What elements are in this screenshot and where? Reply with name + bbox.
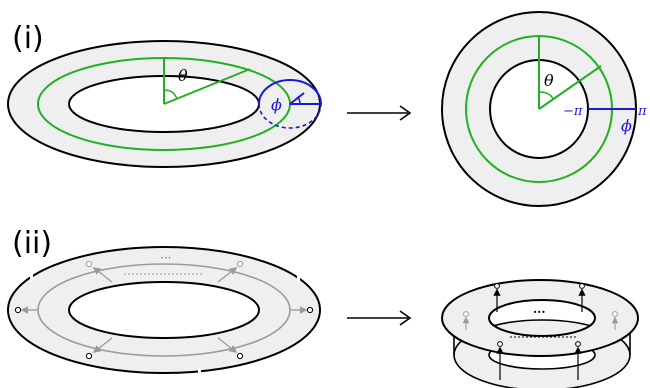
vertical-arrow-6 xyxy=(611,311,619,330)
arrow-icon-ii xyxy=(347,310,412,326)
torus-i-phi-loop-front xyxy=(258,79,322,105)
vertical-arrow-1 xyxy=(496,341,504,380)
vertical-arrow-4 xyxy=(578,283,586,312)
loop-marker-icon xyxy=(612,311,618,317)
panel-i-label: (i) xyxy=(12,21,44,56)
cylinder-ii: ··· xyxy=(440,279,640,388)
theta-arc xyxy=(163,89,178,100)
torus-ii-dots: ··· xyxy=(160,251,171,265)
theta-label-annulus: θ xyxy=(544,71,554,90)
vertical-arrow-3 xyxy=(493,283,501,312)
flow-arrow-top-left xyxy=(85,260,113,283)
vertical-arrow-5 xyxy=(462,311,470,330)
minus-pi-label: −π xyxy=(563,104,583,119)
phi-arc xyxy=(296,96,301,105)
cylinder-ii-top-surface xyxy=(440,279,640,357)
flow-arrow-top-right xyxy=(217,260,244,283)
phi-label-i: ϕ xyxy=(271,95,282,114)
torus-i: θ ϕ xyxy=(6,40,322,168)
loop-marker-icon xyxy=(306,306,314,314)
pi-label: π xyxy=(637,104,647,119)
loop-marker-icon xyxy=(85,352,93,360)
flow-arrow-bottom-left xyxy=(85,337,113,360)
loop-marker-icon xyxy=(236,352,244,360)
theta-label-i: θ xyxy=(178,66,188,85)
loop-marker-icon xyxy=(575,341,581,347)
torus-ii-surface xyxy=(6,246,322,374)
annulus-theta-arc xyxy=(538,91,554,100)
loop-marker-icon xyxy=(494,283,500,289)
flow-arrow-left xyxy=(14,306,38,314)
cut-gap-bottom xyxy=(198,368,201,375)
phi-ray-diagonal xyxy=(289,92,305,105)
torus-ii: ··· xyxy=(6,246,322,375)
vertical-arrow-2 xyxy=(574,341,582,380)
cut-gap-right xyxy=(297,274,300,281)
panel-ii-label: (ii) xyxy=(12,226,52,261)
torus-i-phi-loop-back xyxy=(258,103,322,129)
theta-ray-diagonal xyxy=(163,68,251,105)
loop-marker-icon xyxy=(463,311,469,317)
annulus-i: θ −π π ϕ xyxy=(440,11,647,207)
cut-gap-left xyxy=(30,274,33,281)
annulus-theta-ray-diagonal xyxy=(538,65,602,110)
loop-marker-icon xyxy=(579,283,585,289)
cylinder-ii-dots: ··· xyxy=(533,305,546,319)
arrow-icon-i xyxy=(347,105,412,121)
loop-marker-icon xyxy=(497,341,503,347)
flow-arrow-right xyxy=(290,306,314,314)
loop-marker-icon xyxy=(236,260,244,268)
loop-marker-icon xyxy=(85,260,93,268)
flow-arrow-bottom-right xyxy=(217,337,244,360)
loop-marker-icon xyxy=(14,306,22,314)
phi-label-annulus: ϕ xyxy=(621,116,632,135)
